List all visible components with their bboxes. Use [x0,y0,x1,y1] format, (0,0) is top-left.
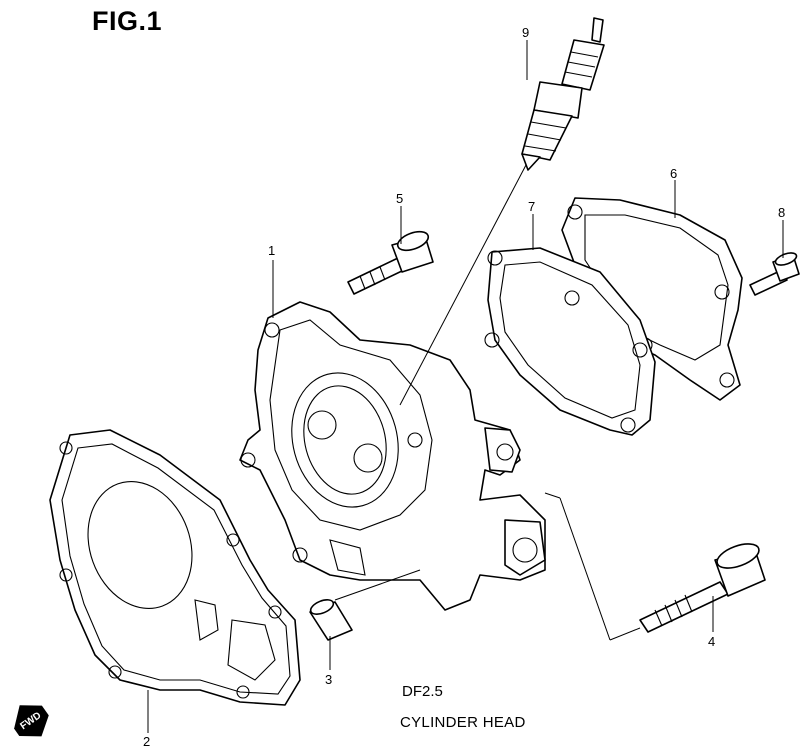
head-bolt[interactable] [544,492,766,641]
callout-2: 2 [143,734,150,749]
figure-title: FIG.1 [92,6,163,36]
fwd-arrow-icon: FWD [14,705,49,737]
bolt-5[interactable] [347,228,434,295]
callout-7: 7 [528,199,535,214]
cylinder-head[interactable] [239,301,546,611]
callout-8: 8 [778,205,785,220]
head-gasket[interactable] [49,429,301,706]
callout-3: 3 [325,672,332,687]
section-name: CYLINDER HEAD [400,714,526,731]
callout-4: 4 [708,634,715,649]
callout-9: 9 [522,25,529,40]
dowel-pin[interactable] [309,569,421,641]
callout-6: 6 [670,166,677,181]
callout-1: 1 [268,243,275,258]
bolt-8[interactable] [749,251,800,296]
model-code: DF2.5 [402,683,443,700]
spark-plug[interactable] [399,17,605,406]
callout-5: 5 [396,191,403,206]
cover-gasket[interactable] [484,247,656,436]
